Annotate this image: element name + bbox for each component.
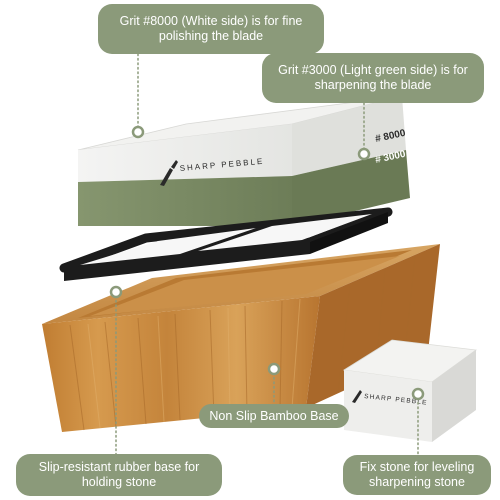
rubber-frame <box>59 207 393 281</box>
callout-white-side-text: Grit #8000 (White side) is for fine poli… <box>119 14 303 43</box>
fix-stone-side <box>432 350 476 442</box>
stone-green-front <box>78 176 292 226</box>
stone-white-front <box>78 124 292 182</box>
stone-green-side <box>292 150 410 226</box>
callout-bamboo-base-text: Non Slip Bamboo Base <box>209 408 339 423</box>
bamboo-side-face <box>306 244 440 408</box>
callout-white-side: Grit #8000 (White side) is for fine poli… <box>98 4 324 54</box>
callout-green-side-text: Grit #3000 (Light green side) is for sha… <box>278 63 468 92</box>
callout-green-side: Grit #3000 (Light green side) is for sha… <box>262 53 484 103</box>
stone-white-side <box>292 96 406 176</box>
leader-endpoints <box>109 125 425 401</box>
fix-stone: SHARP PEBBLE <box>342 339 478 442</box>
bamboo-front-face <box>42 296 320 432</box>
callout-rubber-base: Slip-resistant rubber base for holding s… <box>16 454 222 496</box>
fix-stone-knife-icon <box>352 390 362 403</box>
callout-rubber-base-text: Slip-resistant rubber base for holding s… <box>38 460 200 489</box>
sharpening-stone: SHARP PEBBLE # 8000 # 3000 <box>77 95 410 226</box>
callout-bamboo-base: Non Slip Bamboo Base <box>199 404 349 428</box>
leader-lines <box>115 53 419 456</box>
fix-stone-front <box>344 370 432 442</box>
callout-fix-stone: Fix stone for leveling sharpening stone <box>343 455 491 495</box>
callout-fix-stone-text: Fix stone for leveling sharpening stone <box>359 460 475 489</box>
bamboo-base <box>42 244 440 432</box>
knife-logo-icon <box>160 160 178 186</box>
